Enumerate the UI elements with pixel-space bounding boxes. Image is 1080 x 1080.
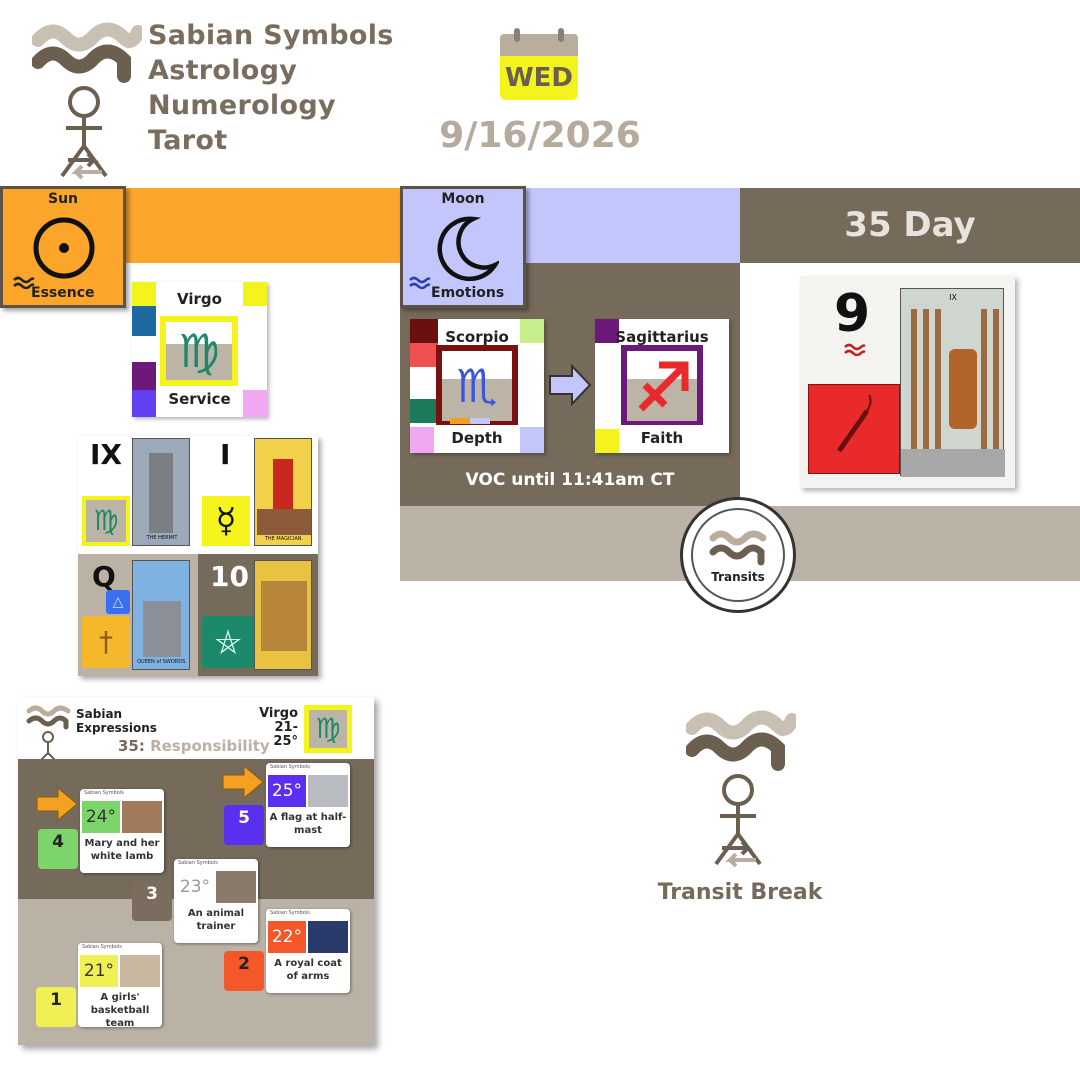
sagittarius-icon — [638, 361, 689, 412]
brand-line-3: Numerology — [148, 90, 336, 121]
moon-title: Moon — [441, 191, 485, 207]
transits-seal[interactable]: Transits — [680, 497, 796, 613]
sabian-degree: 22° — [268, 921, 306, 953]
sun-card[interactable]: Sun Essence — [0, 186, 126, 308]
sabian-logo-icon — [32, 22, 142, 180]
tarot-numeral-4: 10 — [210, 560, 249, 593]
arrow-right-icon — [36, 787, 78, 821]
sabian-card-21[interactable]: Sabian Symbols 21° A girls' basketball t… — [78, 943, 162, 1029]
brand-line-4: Tarot — [148, 125, 228, 156]
moon-to-sign-name: Sagittarius — [615, 328, 709, 346]
sabian-text: A girls' basketball team — [90, 992, 150, 1029]
mercury-icon: ☿ — [202, 496, 250, 546]
sabian-card-24[interactable]: Sabian Symbols 24° Mary and her white la… — [80, 789, 164, 873]
tarot-panel: IX ♍ THE HERMIT I ☿ THE MAGICIAN. Q △ † … — [78, 436, 318, 676]
aquarius-small-icon — [409, 276, 431, 289]
sabian-title-1: Sabian — [76, 707, 123, 721]
moon-card[interactable]: Moon Emotions — [400, 186, 526, 308]
sabian-logo-icon — [709, 530, 767, 566]
brand-title: Sabian Symbols Astrology Numerology Taro… — [148, 18, 394, 158]
weekday-label: WED — [500, 56, 578, 100]
day-numeral: 9 — [834, 284, 871, 344]
virgo-icon: ♍ — [304, 705, 352, 753]
tarot-numeral-2: I — [220, 438, 231, 471]
sabian-degree: 21° — [80, 955, 118, 987]
scorpio-icon: ♏ — [456, 359, 498, 413]
sun-sign-keyword: Service — [156, 390, 243, 408]
tarot-card-hermit[interactable]: THE HERMIT — [132, 438, 190, 546]
voc-text: VOC until 11:41am CT — [465, 470, 675, 490]
arrow-right-icon — [549, 364, 592, 406]
moon-to-sign-card[interactable]: Sagittarius Faith — [595, 319, 729, 453]
sabian-sign: Virgo — [259, 706, 298, 721]
sabian-expressions-panel: Sabian Expressions 35: Responsibility Vi… — [18, 697, 374, 1045]
moon-subtitle: Emotions — [431, 285, 505, 301]
aquarius-small-icon — [844, 343, 866, 356]
tarot-card-queen-swords[interactable]: QUEEN of SWORDS. — [132, 560, 190, 670]
aquarius-small-icon — [13, 276, 35, 289]
transit-break-label: Transit Break — [657, 880, 823, 905]
sun-subtitle: Essence — [31, 285, 95, 301]
brand-line-2: Astrology — [148, 55, 298, 86]
sun-icon — [33, 217, 95, 279]
sabian-degree: 25° — [268, 775, 306, 807]
number-tile-1: 1 — [36, 987, 76, 1027]
sabian-text: A royal coat of arms — [274, 958, 342, 982]
day-label: 35 Day — [844, 205, 976, 245]
sabian-text: Mary and her white lamb — [84, 838, 160, 862]
day-number-card[interactable]: 9 IX — [800, 276, 1015, 488]
air-icon: △ — [106, 590, 130, 614]
arrow-right-icon — [222, 765, 264, 799]
transits-label: Transits — [711, 570, 765, 584]
sabian-card-25[interactable]: Sabian Symbols 25° A flag at half-mast — [266, 763, 350, 847]
sabian-text: A flag at half-mast — [269, 812, 347, 836]
sabian-range: 21-25° — [273, 720, 298, 749]
sabian-logo-icon — [686, 710, 796, 868]
tarot-card-ten-pentacles[interactable] — [254, 560, 312, 670]
moon-from-sign-card[interactable]: ♏ Scorpio Depth — [410, 319, 544, 453]
tarot-numeral-1: IX — [90, 438, 123, 471]
day-band — [740, 188, 1080, 263]
tarot-card-magician[interactable]: THE MAGICIAN. — [254, 438, 312, 546]
sabian-theme-word: Responsibility — [150, 737, 270, 755]
moon-crescent-icon — [437, 216, 499, 281]
sabian-card-23[interactable]: Sabian Symbols 23° An animal trainer — [174, 859, 258, 943]
sabian-degree: 24° — [82, 801, 120, 833]
sun-sign-name: Virgo — [177, 290, 222, 308]
tarot-numeral-3: Q — [92, 560, 116, 593]
sabian-title-2: Expressions — [76, 721, 157, 735]
date-label: 9/16/2026 — [439, 115, 641, 156]
virgo-tile: ♍ — [82, 496, 130, 546]
sabian-degree: 23° — [176, 871, 214, 903]
brand-line-1: Sabian Symbols — [148, 20, 394, 51]
number-tile-2: 2 — [224, 951, 264, 991]
calendar-icon: WED — [500, 28, 578, 100]
moon-from-sign-name: Scorpio — [445, 328, 509, 346]
number-tile-5: 5 — [224, 805, 264, 845]
wand-icon — [808, 384, 900, 474]
sabian-theme-number: 35: — [118, 737, 145, 755]
sun-title: Sun — [47, 191, 79, 207]
tarot-card-nine-wands: IX — [900, 288, 1005, 477]
sabian-card-22[interactable]: Sabian Symbols 22° A royal coat of arms — [266, 909, 350, 993]
sword-icon: † — [82, 616, 130, 668]
pentacle-icon: ⛤ — [202, 616, 254, 668]
moon-from-keyword: Depth — [451, 429, 503, 447]
virgo-icon: ♍ — [178, 324, 220, 378]
number-tile-3: 3 — [132, 881, 172, 921]
sabian-text: An animal trainer — [187, 908, 245, 932]
sun-sign-card[interactable]: ♍ Virgo Service — [132, 282, 267, 417]
number-tile-4: 4 — [38, 829, 78, 869]
sabian-logo-icon — [26, 705, 71, 762]
moon-to-keyword: Faith — [640, 429, 684, 447]
